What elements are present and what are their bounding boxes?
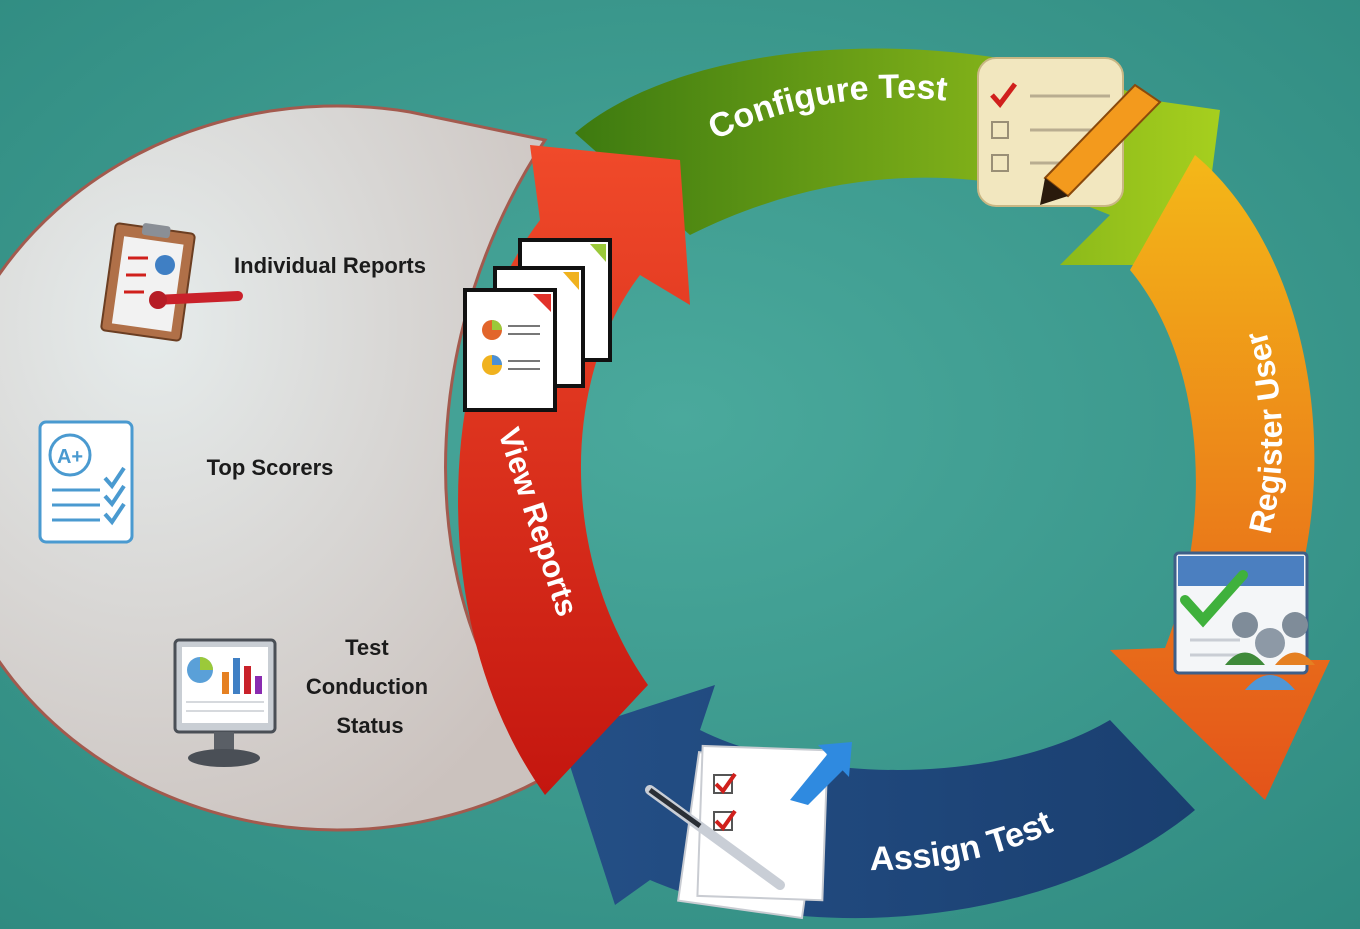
grade-checklist-icon: A+ — [38, 420, 134, 544]
individual-reports-label: Individual Reports — [234, 253, 426, 278]
svg-text:A+: A+ — [57, 446, 83, 468]
status-label-line-1: Test — [345, 635, 389, 660]
test-conduction-status-item: Test Conduction Status — [173, 635, 434, 767]
status-label-line-3: Status — [336, 713, 403, 738]
assign-test-stage: Assign Test — [560, 685, 1195, 920]
user-group-check-icon — [1173, 551, 1315, 690]
test-conduction-status-label: Test Conduction Status — [306, 635, 434, 738]
monitor-chart-icon — [173, 638, 277, 767]
configure-test-stage: Configure Test — [575, 48, 1220, 266]
report-documents-icon — [463, 238, 612, 412]
view-reports-stage: View Reports — [458, 145, 690, 795]
clipboard-report-icon — [100, 222, 243, 342]
individual-reports-item: Individual Reports — [100, 222, 426, 342]
status-label-line-2: Conduction — [306, 674, 428, 699]
register-user-stage: Register User — [1110, 155, 1330, 800]
checklist-pencil-icon — [977, 57, 1162, 207]
top-scorers-item: A+ Top Scorers — [38, 420, 334, 544]
checklist-pen-arrow-icon — [645, 742, 852, 920]
top-scorers-label: Top Scorers — [207, 455, 334, 480]
